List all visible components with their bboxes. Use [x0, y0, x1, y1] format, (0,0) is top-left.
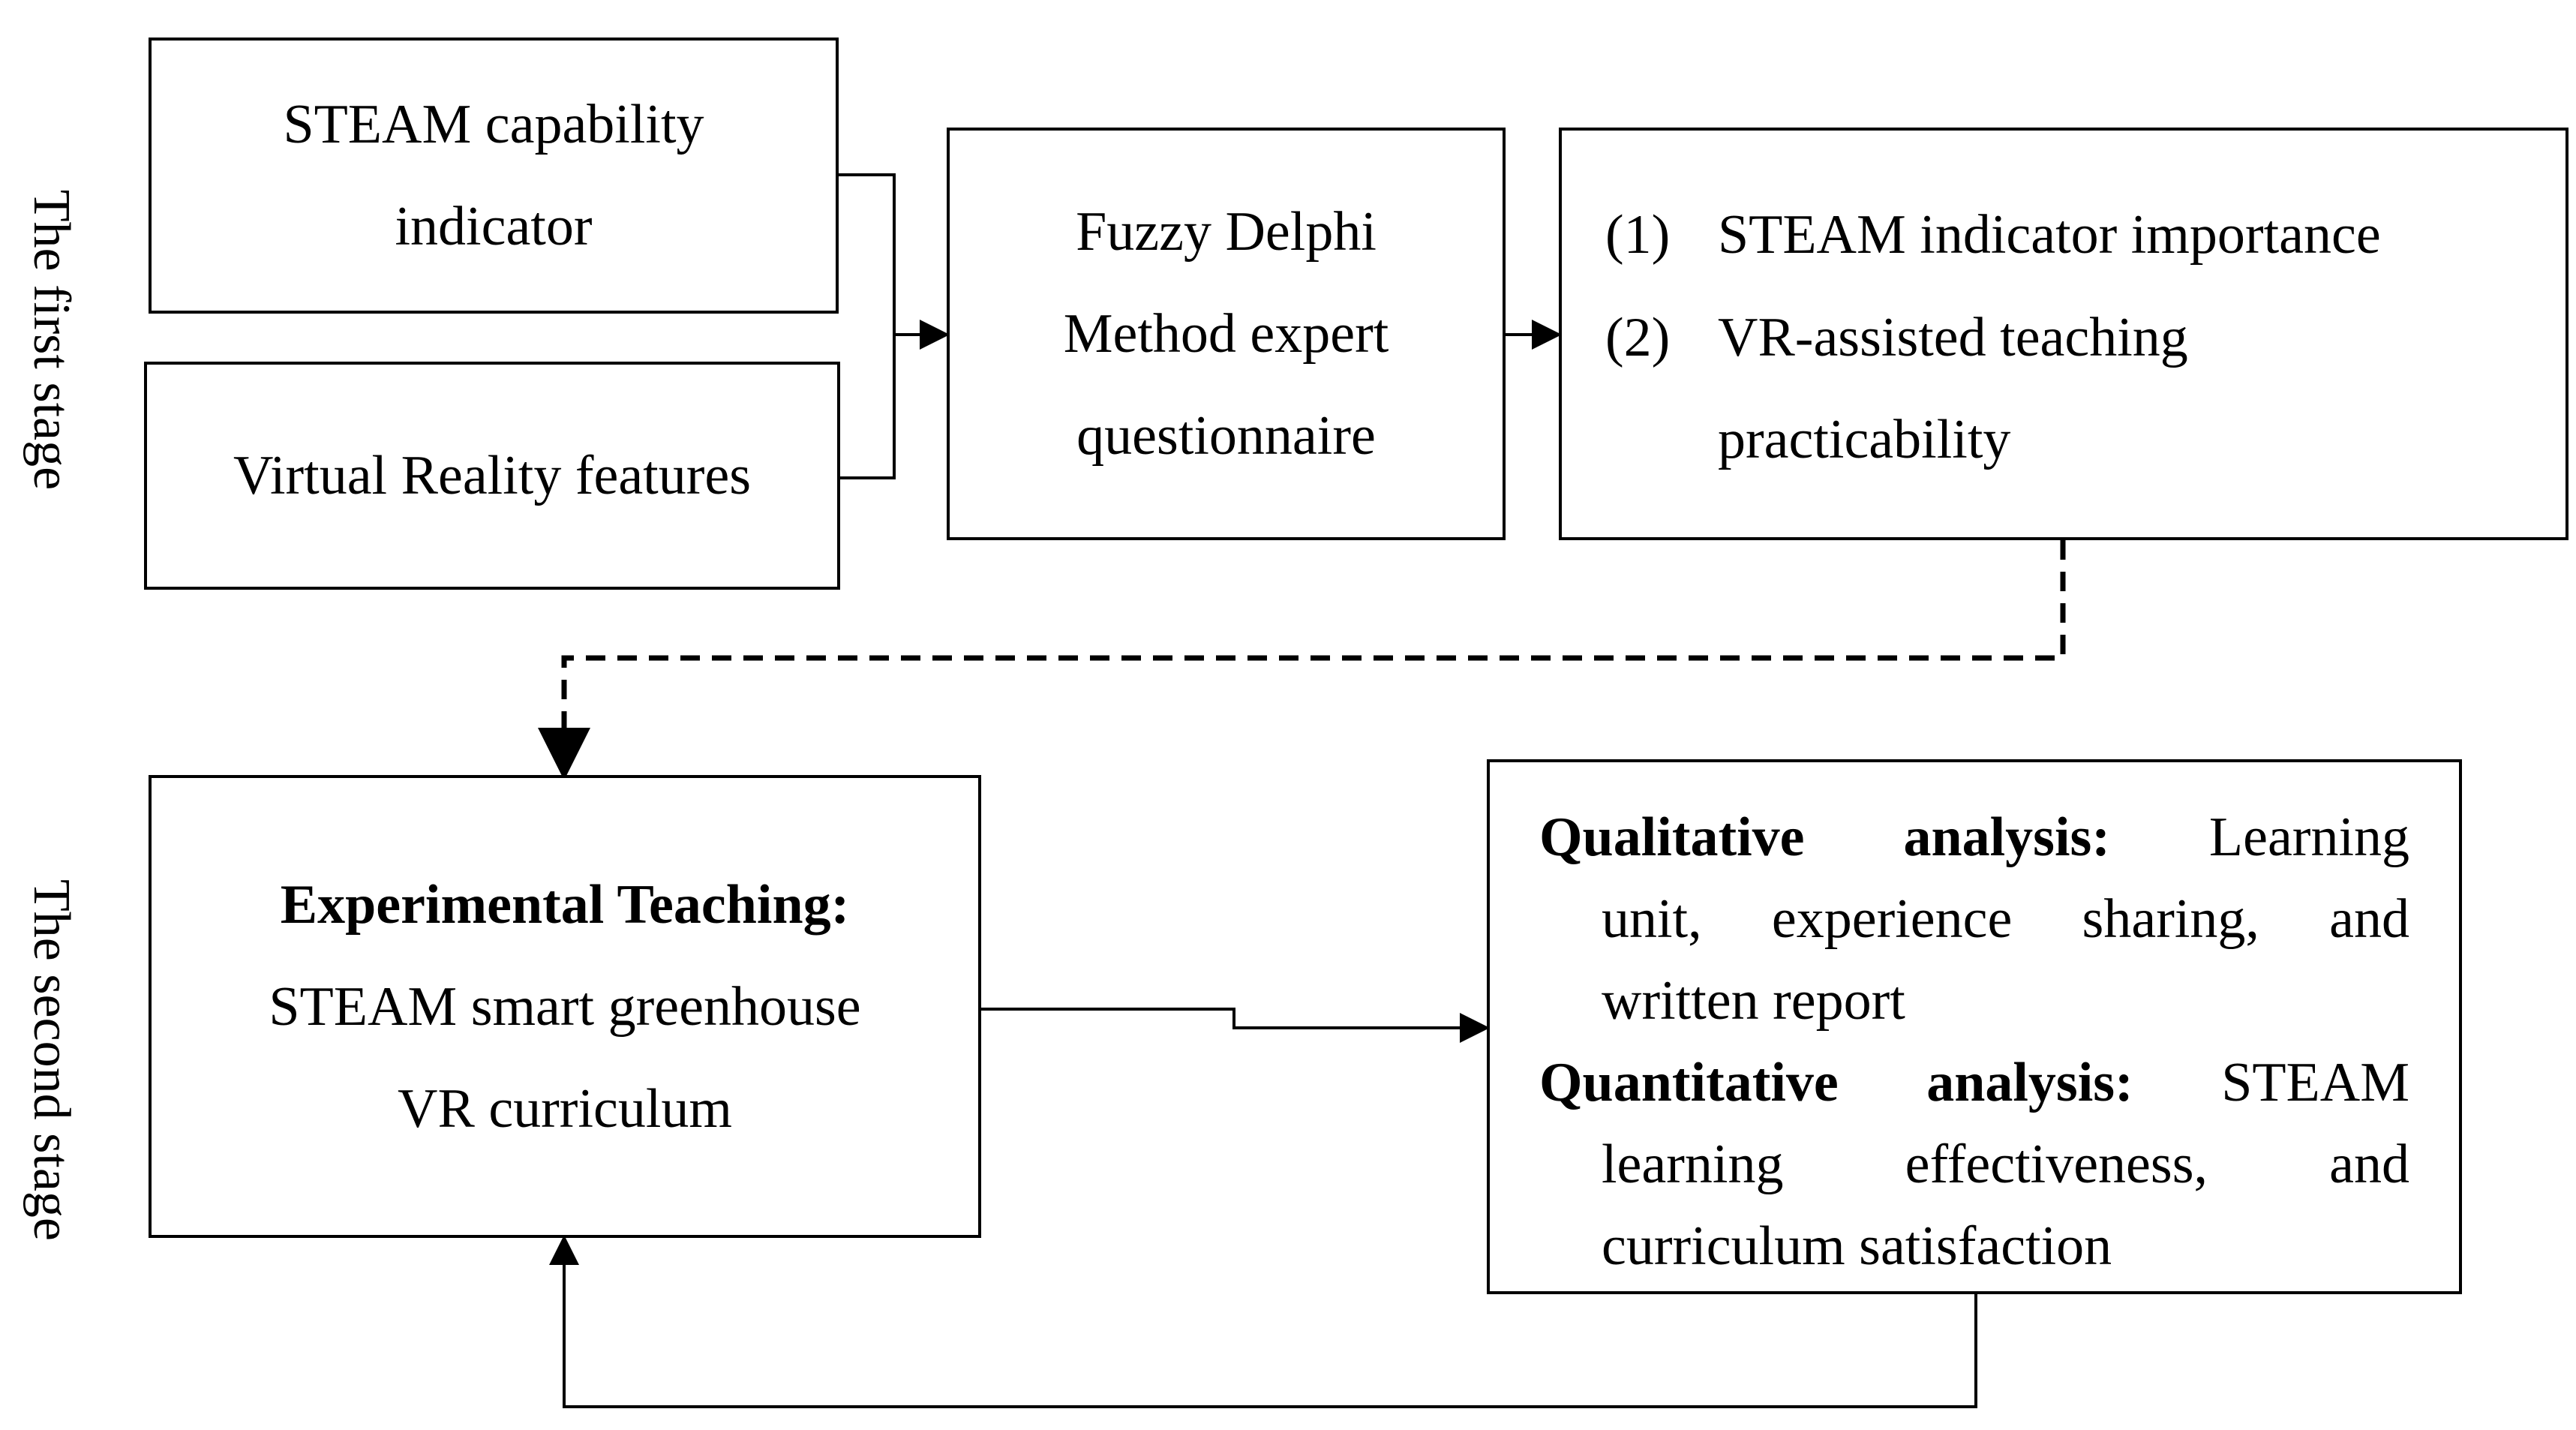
steam-indicator-line1: STEAM capability: [283, 94, 704, 155]
quantitative-analysis-line2: learning effectiveness, and: [1602, 1134, 2409, 1195]
dashed-arrow-outcomes-to-experiment: [538, 540, 2066, 780]
fuzzy-delphi-line1: Fuzzy Delphi: [1076, 201, 1377, 263]
fuzzy-delphi-line3: questionnaire: [1076, 405, 1376, 467]
outcome-item-2-number: (2): [1605, 307, 1671, 368]
fuzzy-delphi-questionnaire-box: Fuzzy Delphi Method expert questionnaire: [947, 128, 1506, 540]
connector-vr-to-merge: [840, 335, 896, 479]
arrow-feedback-analysis-to-experiment: [549, 1235, 1977, 1408]
qualitative-analysis-line2: unit, experience sharing, and: [1602, 888, 2409, 950]
experimental-teaching-box: Experimental Teaching: STEAM smart green…: [149, 775, 981, 1238]
quantitative-analysis-first: STEAM: [2221, 1052, 2409, 1113]
outcome-item-1-text: STEAM indicator importance: [1718, 204, 2381, 266]
outcome-item-2: (2) VR-assisted teaching: [1605, 297, 2188, 378]
quantitative-analysis-line1: Quantitative analysis: STEAM: [1539, 1042, 2409, 1124]
analysis-box: Qualitative analysis: Learning unit, exp…: [1487, 759, 2462, 1294]
qualitative-analysis-line3: written report: [1602, 970, 1905, 1032]
outcome-item-1-number: (1): [1605, 204, 1671, 266]
quantitative-analysis-line3: curriculum satisfaction: [1602, 1215, 2112, 1277]
virtual-reality-features-box: Virtual Reality features: [144, 362, 840, 590]
first-stage-label: The first stage: [23, 189, 80, 491]
steam-capability-indicator-box: STEAM capability indicator: [149, 38, 839, 314]
outcome-item-2-continuation: practicability: [1718, 409, 2011, 470]
outcomes-box: (1) STEAM indicator importance (2) VR-as…: [1559, 128, 2568, 540]
experimental-teaching-line1: STEAM smart greenhouse: [269, 975, 861, 1038]
quantitative-analysis-label: Quantitative analysis:: [1539, 1052, 2133, 1113]
arrow-experiment-to-analysis: [981, 1008, 1490, 1043]
outcome-item-2-text: VR-assisted teaching: [1718, 307, 2188, 368]
outcome-item-1: (1) STEAM indicator importance: [1605, 194, 2381, 275]
qualitative-analysis-line1: Qualitative analysis: Learning: [1539, 797, 2409, 879]
connector-steam-to-merge: [838, 173, 896, 335]
fuzzy-delphi-line2: Method expert: [1063, 303, 1389, 365]
experimental-teaching-title: Experimental Teaching:: [280, 873, 850, 936]
steam-indicator-line2: indicator: [395, 196, 593, 257]
second-stage-label: The second stage: [23, 879, 80, 1242]
experimental-teaching-line2: VR curriculum: [398, 1077, 732, 1140]
qualitative-analysis-first: Learning: [2208, 807, 2409, 868]
vr-features-text: Virtual Reality features: [233, 445, 752, 506]
qualitative-analysis-label: Qualitative analysis:: [1539, 807, 2110, 868]
